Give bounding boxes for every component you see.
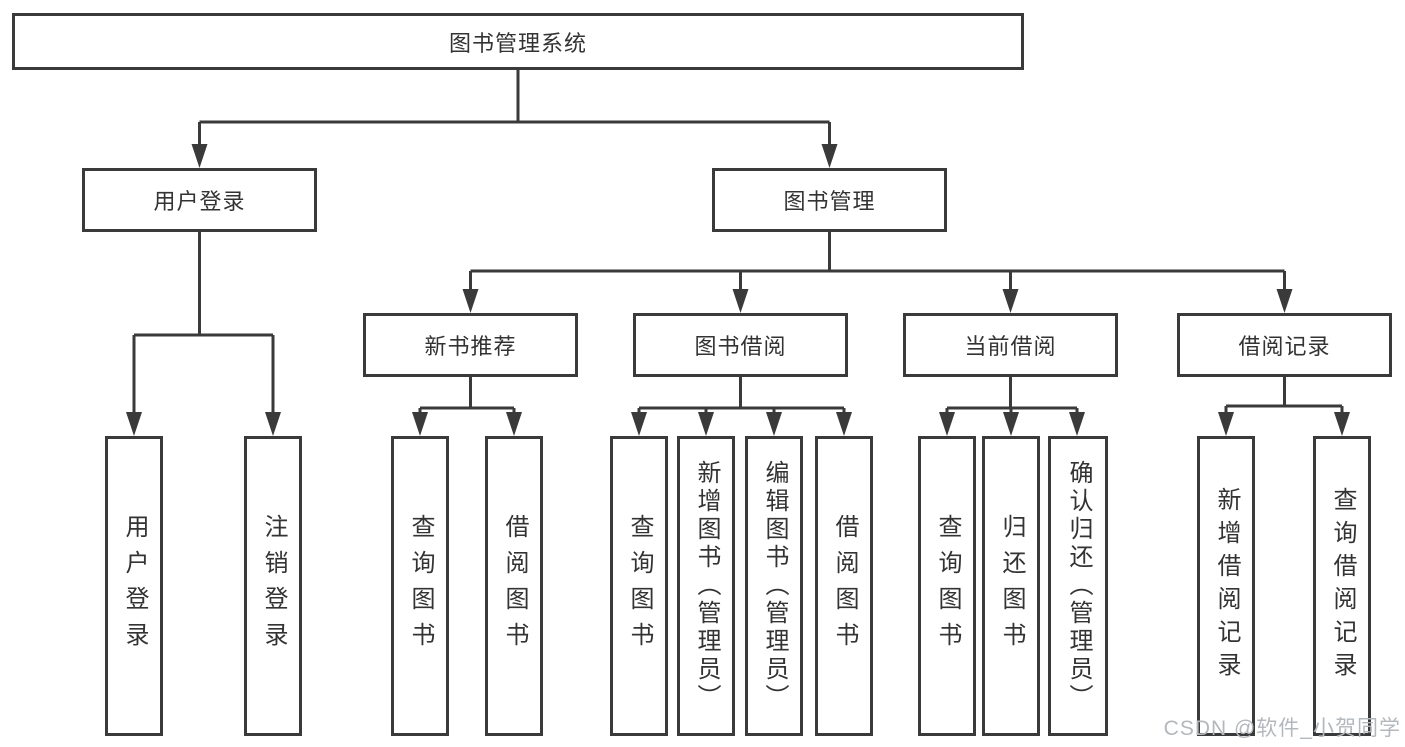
- leaf-user-login: 用户登录: [105, 436, 163, 736]
- node-new-book-recommend: 新书推荐: [363, 313, 578, 377]
- leaf-label: 归还图书: [998, 514, 1025, 658]
- node-book-borrow: 图书借阅: [633, 313, 848, 377]
- leaf-label: 查询图书: [934, 514, 961, 658]
- leaf-add-book-admin: 新增图书（管理员）: [677, 436, 735, 736]
- leaf-label: 编辑图书（管理员）: [761, 460, 788, 712]
- csdn-watermark: CSDN @软件_小贺同学: [1163, 717, 1401, 740]
- leaf-label: 查询图书: [407, 514, 434, 658]
- node-system-root: 图书管理系统: [12, 13, 1024, 70]
- leaf-logout: 注销登录: [244, 436, 302, 736]
- leaf-label: 查询图书: [626, 514, 653, 658]
- leaf-add-borrow-record: 新增借阅记录: [1197, 436, 1255, 736]
- leaf-label: 借阅图书: [831, 514, 858, 658]
- leaf-query-book-2: 查询图书: [610, 436, 668, 736]
- leaf-label: 新增借阅记录: [1213, 487, 1240, 685]
- node-book-management: 图书管理: [712, 168, 947, 232]
- leaf-label: 确认归还（管理员）: [1065, 460, 1092, 712]
- leaf-borrow-book-1: 借阅图书: [485, 436, 543, 736]
- leaf-label: 新增图书（管理员）: [693, 460, 720, 712]
- leaf-label: 注销登录: [260, 514, 287, 658]
- node-current-borrow: 当前借阅: [903, 313, 1118, 377]
- leaf-return-book: 归还图书: [982, 436, 1040, 736]
- leaf-query-book-3: 查询图书: [918, 436, 976, 736]
- leaf-label: 查询借阅记录: [1329, 487, 1356, 685]
- leaf-edit-book-admin: 编辑图书（管理员）: [745, 436, 803, 736]
- node-borrow-records: 借阅记录: [1177, 313, 1392, 377]
- node-user-login: 用户登录: [82, 168, 317, 232]
- leaf-label: 用户登录: [121, 514, 148, 658]
- leaf-borrow-book-2: 借阅图书: [815, 436, 873, 736]
- leaf-query-book-1: 查询图书: [391, 436, 449, 736]
- leaf-query-borrow-record: 查询借阅记录: [1313, 436, 1371, 736]
- leaf-label: 借阅图书: [501, 514, 528, 658]
- leaf-confirm-return-admin: 确认归还（管理员）: [1048, 436, 1108, 736]
